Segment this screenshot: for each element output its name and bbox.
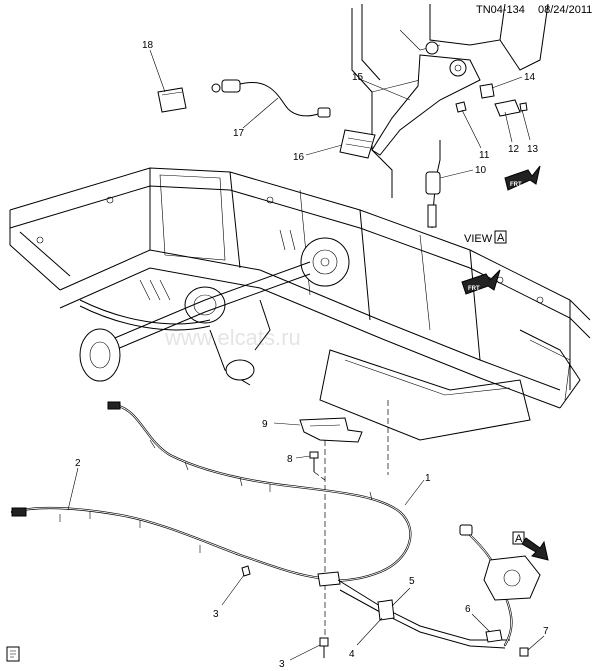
parking-brake-cables (10, 401, 510, 658)
callout-11: 11 (479, 150, 490, 161)
callout-7: 7 (543, 626, 549, 637)
callout-labels: 18 17 16 15 14 13 12 11 10 9 8 2 1 3 3 4… (75, 40, 549, 670)
callout-8: 8 (287, 454, 293, 465)
figure-code: TN04-134 (476, 4, 525, 16)
view-letter: A (497, 232, 505, 244)
callout-5: 5 (409, 576, 415, 587)
callout-9: 9 (262, 419, 268, 430)
callout-15: 15 (352, 72, 364, 83)
view-label: VIEW (464, 233, 493, 245)
front-arrow-label-upper: FRT (510, 182, 522, 188)
callout-10: 10 (475, 165, 487, 176)
callout-18: 18 (142, 40, 154, 51)
callout-14: 14 (524, 72, 536, 83)
book-icon (6, 646, 20, 662)
vehicle-frame (9, 167, 591, 409)
figure-date: 08/24/2011 (538, 4, 592, 16)
callout-2: 2 (75, 458, 81, 469)
arrow-letter: A (515, 533, 523, 545)
callout-17: 17 (233, 128, 245, 139)
callout-3-lower: 3 (279, 659, 285, 670)
rear-axle-suspension (79, 229, 531, 441)
watermark: www.elcats.ru (164, 325, 301, 350)
callout-3-upper: 3 (213, 609, 219, 620)
cable-bracket (299, 400, 389, 640)
callout-12: 12 (508, 144, 520, 155)
front-arrow-label-middle: FRT (468, 286, 480, 292)
front-cable-end: A (459, 524, 549, 657)
callout-6: 6 (465, 604, 471, 615)
callout-leaders (67, 49, 545, 661)
pedal-assembly: FRT (339, 3, 549, 229)
callout-16: 16 (293, 152, 305, 163)
front-arrow-middle: FRT (461, 269, 501, 295)
callout-1: 1 (425, 473, 431, 484)
callout-4: 4 (349, 649, 355, 660)
callout-13: 13 (527, 144, 539, 155)
release-handle-assembly (157, 79, 331, 118)
